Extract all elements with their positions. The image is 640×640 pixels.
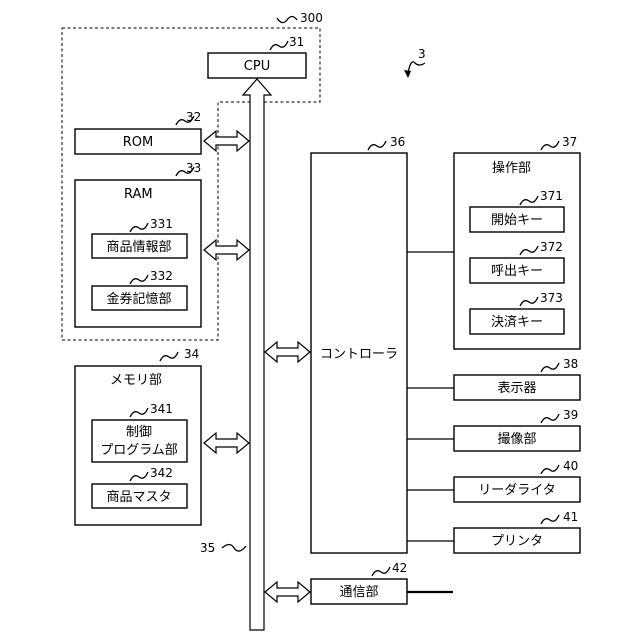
ref-32: 32 [186,110,201,124]
leader-40 [541,465,559,474]
memory-label: メモリ部 [110,373,162,388]
ref-341: 341 [150,402,173,416]
display-label: 表示器 [497,381,536,396]
operation-label: 操作部 [492,160,531,176]
ref-39: 39 [563,408,578,422]
ref-3-arrowhead [404,70,411,78]
ref-35: 35 [200,541,215,555]
ref-41: 41 [563,510,578,524]
reader-writer-label: リーダライタ [478,483,555,498]
rom-bus-arrow [204,131,249,151]
leader-34 [160,352,178,361]
ref-36: 36 [390,135,405,149]
cpu-label: CPU [244,59,270,74]
ref-34: 34 [184,347,199,361]
leader-31 [270,41,288,50]
leader-42 [372,567,390,576]
comm-label: 通信部 [339,585,378,600]
leader-41 [541,515,559,524]
ref-37: 37 [562,135,577,149]
leader-39 [541,414,559,423]
leader-35 [222,545,246,552]
ref-38: 38 [563,357,578,371]
comm-bus-arrow [265,582,310,602]
call-key-label: 呼出キー [491,264,543,279]
camera-label: 撮像部 [497,431,536,447]
control-program-label-line1: 制御 [126,425,152,440]
ref-331: 331 [150,217,173,231]
product-info-label: 商品情報部 [106,240,171,255]
ram-bus-arrow [204,240,249,260]
ref-3: 3 [418,47,426,61]
leader-37 [541,141,559,150]
ref-300: 300 [300,11,323,25]
start-key-label: 開始キー [491,213,543,228]
leader-38 [541,363,559,372]
ref-332: 332 [150,269,173,283]
leader-36 [368,141,386,150]
controller-bus-arrow [265,342,310,362]
ref-31: 31 [289,35,304,49]
ram-label: RAM [124,187,153,202]
memory-bus-arrow [204,433,249,453]
ref-33: 33 [186,161,201,175]
settle-key-label: 決済キー [491,314,543,330]
product-master-label: 商品マスタ [106,490,171,505]
system-bus [243,79,271,630]
rom-label: ROM [123,135,153,150]
ref-372: 372 [540,240,563,254]
ref-373: 373 [540,291,563,305]
ref-40: 40 [563,459,578,473]
ref-371: 371 [540,189,563,203]
ref-42: 42 [392,561,407,575]
ref-342: 342 [150,466,173,480]
printer-label: プリンタ [491,534,543,549]
voucher-storage-label: 金券記憶部 [106,291,171,307]
control-program-label-line2: プログラム部 [100,443,178,458]
controller-label: コントローラ [320,347,398,362]
leader-300 [277,17,297,23]
